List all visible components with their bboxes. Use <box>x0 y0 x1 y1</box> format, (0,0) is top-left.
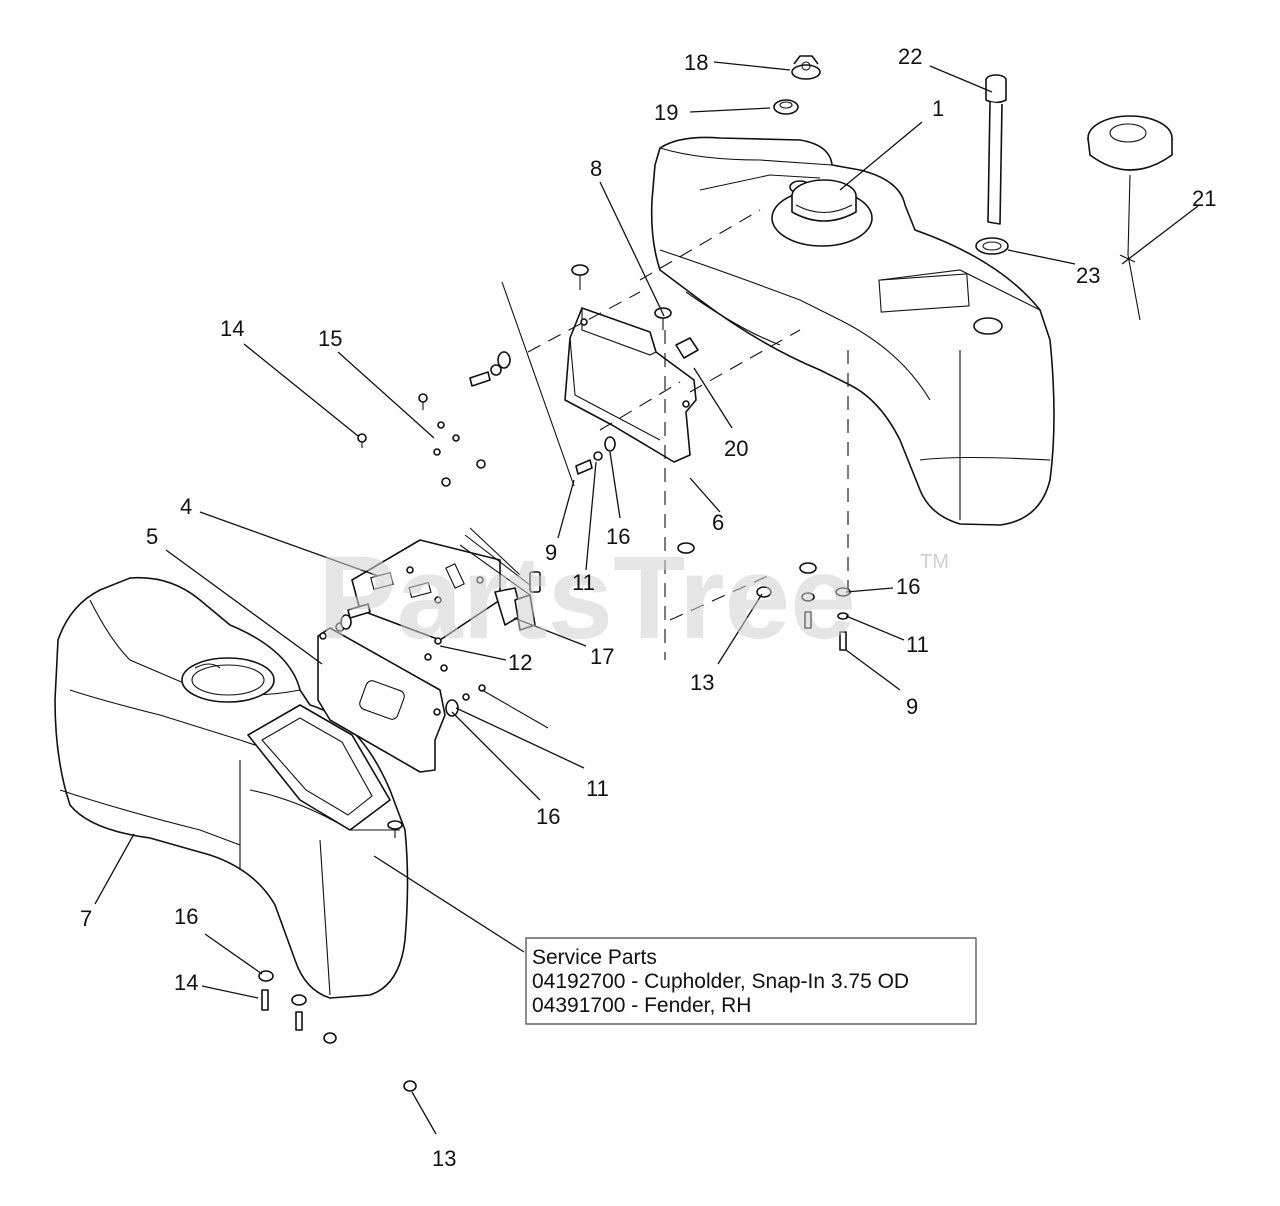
bracket-6 <box>564 307 697 463</box>
callout-16-bottom: 16 <box>174 904 198 929</box>
grommet-23 <box>975 237 1009 255</box>
fuel-cap-21 <box>1087 115 1173 321</box>
callout-21: 21 <box>1192 186 1216 211</box>
callout-8: 8 <box>590 156 602 181</box>
callout-6: 6 <box>712 510 724 535</box>
callout-14-bottom: 14 <box>174 970 198 995</box>
watermark-tm: TM <box>920 551 949 573</box>
callout-16-right: 16 <box>896 574 920 599</box>
right-fender-tank <box>650 136 1055 526</box>
callout-7: 7 <box>80 906 92 931</box>
callout-9-left: 9 <box>545 540 557 565</box>
alignment-lines <box>481 209 849 729</box>
callout-16-top: 16 <box>606 524 630 549</box>
callout-15: 15 <box>318 326 342 351</box>
watermark-text: PartsTree <box>318 532 856 664</box>
service-parts-title: Service Parts <box>532 946 657 969</box>
callout-19: 19 <box>654 100 678 125</box>
callout-labels: 1 18 19 22 21 23 8 20 6 14 15 9 11 16 4 … <box>80 44 1216 1171</box>
service-parts-box: Service Parts 04192700 - Cupholder, Snap… <box>525 937 977 1025</box>
callout-14-top: 14 <box>220 316 244 341</box>
callout-11-right: 11 <box>906 632 929 657</box>
callout-18: 18 <box>684 50 708 75</box>
callout-22: 22 <box>898 44 922 69</box>
service-part-line-2: 04391700 - Fender, RH <box>532 994 751 1017</box>
lever-assembly-17 <box>459 527 541 631</box>
service-part-line-1: 04192700 - Cupholder, Snap-In 3.75 OD <box>532 970 909 993</box>
callout-11-bottom: 11 <box>586 776 609 801</box>
fitting-20 <box>675 337 699 359</box>
watermark: PartsTree TM <box>318 532 949 664</box>
grommet-19 <box>773 99 799 115</box>
callout-9-right: 9 <box>906 694 918 719</box>
cap-18 <box>791 55 821 80</box>
callout-11-top: 11 <box>572 570 595 595</box>
callout-13-bottom: 13 <box>432 1146 456 1171</box>
callout-5: 5 <box>146 524 158 549</box>
callout-23: 23 <box>1076 263 1100 288</box>
left-fender <box>54 576 409 999</box>
callout-1: 1 <box>932 96 944 121</box>
callout-17: 17 <box>590 644 614 669</box>
callout-20: 20 <box>724 436 748 461</box>
leader-lines <box>94 61 1199 1135</box>
callout-13-mid: 13 <box>690 670 714 695</box>
callout-4: 4 <box>180 494 192 519</box>
callout-12: 12 <box>508 650 532 675</box>
fuel-gauge-22 <box>985 74 1007 225</box>
plate-5 <box>317 627 446 773</box>
callout-16-mid: 16 <box>536 804 560 829</box>
hardware <box>258 264 851 1092</box>
